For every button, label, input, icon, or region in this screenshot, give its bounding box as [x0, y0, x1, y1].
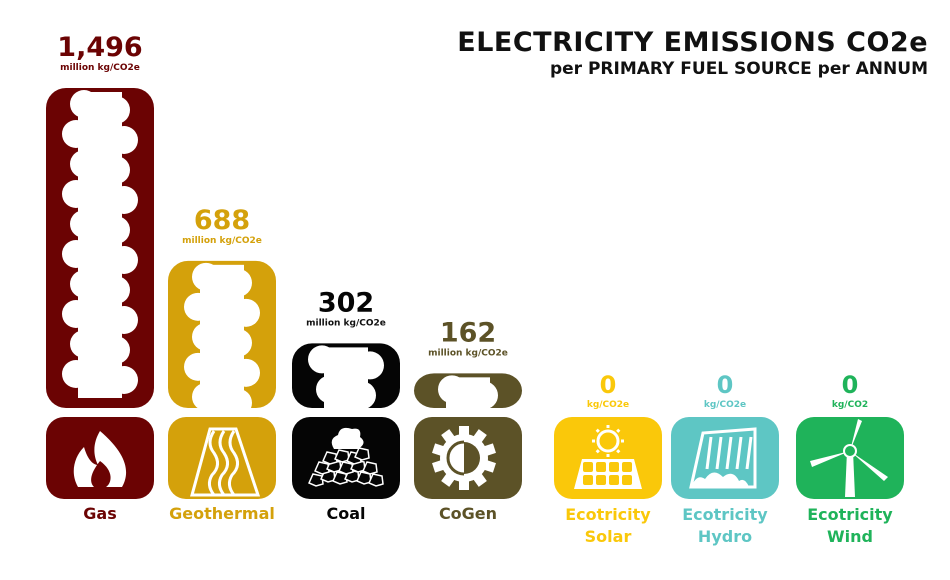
- coal-pile-icon: [308, 427, 384, 487]
- value-label-ecotricity-solar: 0: [600, 371, 617, 399]
- unit-label-cogen: million kg/CO2e: [428, 348, 508, 358]
- value-label-ecotricity-wind: 0: [842, 371, 859, 399]
- category-label-geothermal: Geothermal: [169, 504, 275, 523]
- value-label-cogen: 162: [440, 317, 496, 348]
- category-label-cogen: CoGen: [439, 504, 497, 523]
- lava-waterfall-icon: [190, 427, 261, 497]
- unit-label-coal: million kg/CO2e: [306, 318, 386, 328]
- smoke-geothermal: [184, 262, 260, 421]
- unit-label-ecotricity-hydro: kg/CO2e: [704, 400, 746, 410]
- chart-subtitle: per PRIMARY FUEL SOURCE per ANNUM: [549, 59, 928, 79]
- chart-title-block: ELECTRICITY EMISSIONS CO2e per PRIMARY F…: [457, 28, 928, 80]
- value-label-gas: 1,496: [57, 32, 142, 63]
- unit-label-ecotricity-solar: kg/CO2e: [587, 400, 629, 410]
- smoke-gas: [62, 90, 138, 398]
- smoke-coal: [308, 345, 384, 414]
- category-label-coal: Coal: [326, 504, 365, 523]
- unit-label-geothermal: million kg/CO2e: [182, 236, 262, 246]
- dam-waterfall-icon: [689, 427, 757, 489]
- unit-label-gas: million kg/CO2e: [60, 63, 140, 73]
- category-label-gas: Gas: [83, 504, 116, 523]
- value-label-geothermal: 688: [194, 205, 250, 236]
- value-label-ecotricity-hydro: 0: [717, 371, 734, 399]
- wind-turbine-icon: [810, 419, 888, 497]
- chart-title: ELECTRICITY EMISSIONS CO2e: [457, 27, 928, 58]
- value-label-coal: 302: [318, 287, 374, 318]
- solar-panel-sun-icon: [574, 425, 642, 489]
- gear-half-sun-icon: [432, 426, 496, 490]
- smoke-cogen: [438, 375, 498, 414]
- unit-label-ecotricity-wind: kg/CO2: [832, 400, 868, 410]
- flame-icon: [73, 431, 127, 487]
